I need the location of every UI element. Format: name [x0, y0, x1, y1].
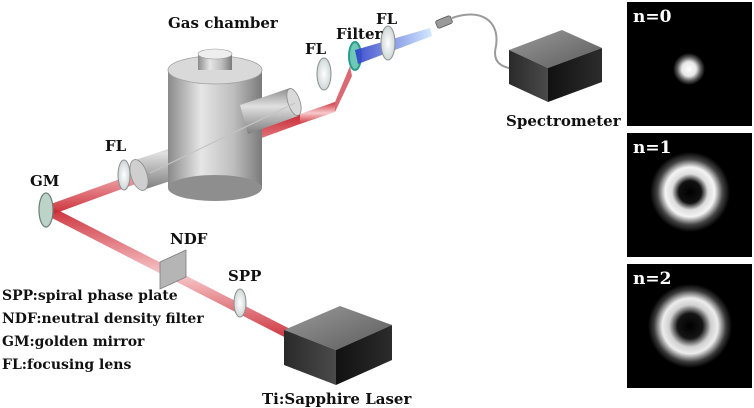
label-fl-left: FL — [105, 137, 127, 155]
legend-ndf: NDF:neutral density filter — [2, 311, 204, 327]
legend-fl: FL:focusing lens — [2, 357, 131, 373]
golden-mirror — [38, 192, 54, 228]
label-fl-top: FL — [376, 10, 398, 28]
ti-sapphire-laser-box — [284, 306, 392, 385]
label-ndf: NDF — [170, 230, 208, 248]
neutral-density-filter — [159, 249, 187, 290]
beam-profile-panel-n0: n=0 — [627, 2, 752, 126]
label-spp: SPP — [228, 267, 261, 285]
fiber-coupler — [435, 13, 521, 71]
panel-label-n1: n=1 — [633, 138, 671, 158]
label-laser: Ti:Sapphire Laser — [262, 390, 412, 408]
spiral-phase-plate — [233, 288, 247, 318]
focusing-lens-left — [117, 159, 131, 191]
label-gm: GM — [30, 172, 59, 190]
panel-label-n2: n=2 — [633, 269, 671, 289]
spectrometer-box — [509, 30, 602, 102]
legend: SPP:spiral phase plate NDF:neutral densi… — [2, 288, 204, 373]
panel-label-n0: n=0 — [633, 7, 672, 27]
label-fl-right: FL — [305, 40, 327, 58]
legend-gm: GM:golden mirror — [2, 334, 145, 350]
label-filter: Filter — [336, 25, 384, 43]
gas-chamber — [129, 48, 302, 201]
focusing-lens-right — [316, 57, 332, 91]
beam-profile-panel-n2: n=2 — [627, 264, 752, 388]
label-gas-chamber: Gas chamber — [168, 14, 279, 32]
legend-spp: SPP:spiral phase plate — [2, 288, 178, 304]
label-spectrometer: Spectrometer — [506, 112, 622, 130]
focusing-lens-top — [380, 25, 396, 61]
beam-profile-panel-n1: n=1 — [627, 133, 752, 257]
